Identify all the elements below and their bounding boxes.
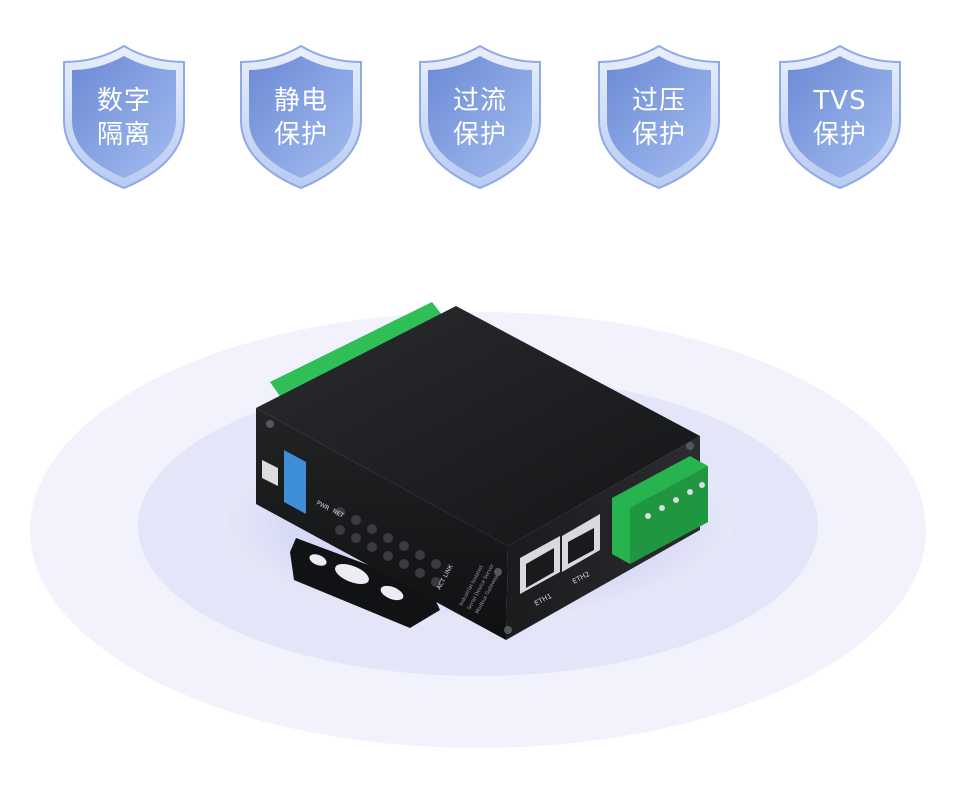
badge-digital-isolation: 数字 隔离	[60, 44, 188, 190]
screw-icon	[504, 626, 512, 634]
badge-overcurrent-protection: 过流 保护	[416, 44, 544, 190]
shield-icon	[240, 44, 362, 190]
badge-label: TVS 保护	[776, 84, 904, 152]
badge-label-line1: 过流	[452, 86, 507, 116]
net-label: NET	[331, 508, 345, 520]
badge-label: 数字 隔离	[60, 84, 188, 152]
badge-label-line2: 保护	[631, 120, 686, 150]
ethernet-port-2[interactable]	[562, 514, 600, 572]
shield-icon	[598, 44, 720, 190]
badge-label: 静电 保护	[237, 84, 365, 152]
shield-icon	[419, 44, 541, 190]
badge-tvs-protection: TVS 保护	[776, 44, 904, 190]
badge-label-line2: 保护	[273, 120, 328, 150]
shield-icon	[779, 44, 901, 190]
badge-label-line2: 保护	[452, 120, 507, 150]
screw-icon	[494, 568, 502, 576]
mounting-bracket	[290, 538, 440, 628]
badge-label-line2: 保护	[812, 120, 867, 150]
device-top	[256, 306, 700, 546]
product-illustration: PWR NET ACT LINK Industrial Isolated Ser…	[30, 302, 926, 748]
screw-icon	[686, 442, 694, 450]
badge-label-line1: 静电	[273, 86, 328, 116]
badge-label-line1: 过压	[631, 86, 686, 116]
led-indicators	[335, 507, 441, 587]
badge-overvoltage-protection: 过压 保护	[595, 44, 723, 190]
ethernet-port-1[interactable]	[520, 536, 560, 594]
device-front	[256, 408, 508, 640]
model-label	[284, 450, 306, 514]
badge-label: 过流 保护	[416, 84, 544, 152]
shield-icon	[63, 44, 185, 190]
badge-label: 过压 保护	[595, 84, 723, 152]
badge-label-line1: TVS	[813, 86, 867, 116]
logo-icon	[262, 460, 278, 486]
badge-label-line2: 隔离	[96, 120, 151, 150]
badge-label-line1: 数字	[96, 86, 151, 116]
screw-icon	[266, 420, 274, 428]
terminal-block-front	[612, 456, 708, 564]
badge-esd-protection: 静电 保护	[237, 44, 365, 190]
